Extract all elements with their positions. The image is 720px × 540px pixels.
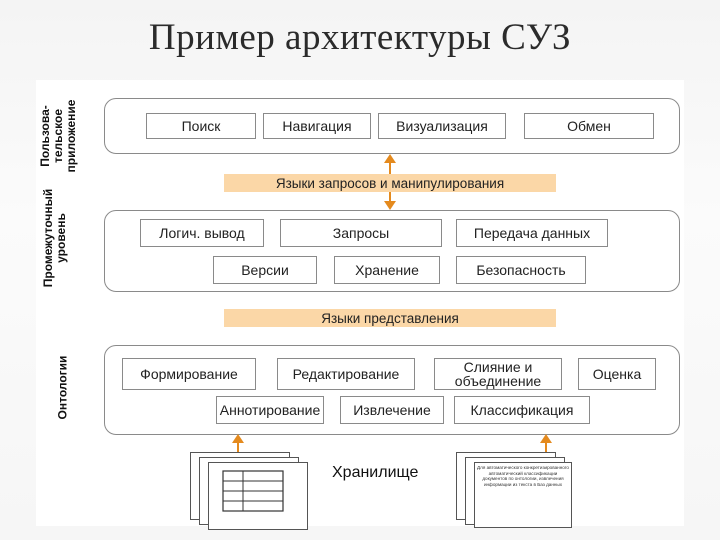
- arrow-line: [545, 442, 547, 452]
- arrow-up-icon: [384, 154, 396, 163]
- table-document-icon: [208, 462, 308, 530]
- slide-title: Пример архитектуры СУЗ: [148, 17, 572, 58]
- search-box: Поиск: [146, 113, 256, 139]
- evaluation-box: Оценка: [578, 358, 656, 390]
- exchange-box: Обмен: [524, 113, 654, 139]
- logic-inference-box: Логич. вывод: [140, 219, 264, 247]
- representation-language-band: Языки представления: [224, 309, 556, 327]
- arrow-line: [237, 442, 239, 452]
- versions-box: Версии: [213, 256, 317, 284]
- arrow-up-icon: [540, 434, 552, 443]
- annotation-box: Аннотирование: [216, 396, 324, 424]
- security-box: Безопасность: [456, 256, 586, 284]
- storage-label: Хранилище: [332, 464, 419, 481]
- side-label-ontology: Онтологии: [55, 355, 70, 420]
- table-icon: [222, 470, 284, 512]
- data-transfer-box: Передача данных: [456, 219, 608, 247]
- arrow-line: [389, 162, 391, 174]
- text-document-icon: Для автоматического конкретизированного …: [474, 462, 572, 528]
- query-language-band: Языки запросов и манипулирования: [224, 174, 556, 192]
- arrow-up-icon: [232, 434, 244, 443]
- side-label-middle: Промежуточный уровень: [41, 188, 68, 288]
- navigation-box: Навигация: [263, 113, 371, 139]
- visualization-box: Визуализация: [378, 113, 506, 139]
- classification-box: Классификация: [454, 396, 590, 424]
- formation-box: Формирование: [122, 358, 256, 390]
- arrow-line: [389, 192, 391, 203]
- extraction-box: Извлечение: [340, 396, 444, 424]
- architecture-diagram: Пользова- тельское приложение Промежуточ…: [36, 80, 684, 530]
- arrow-down-icon: [384, 201, 396, 210]
- queries-box: Запросы: [280, 219, 442, 247]
- side-label-user: Пользова- тельское приложение: [38, 99, 78, 173]
- merge-box: Слияние и объединение: [434, 358, 562, 390]
- editing-box: Редактирование: [277, 358, 415, 390]
- storage-box: Хранение: [334, 256, 440, 284]
